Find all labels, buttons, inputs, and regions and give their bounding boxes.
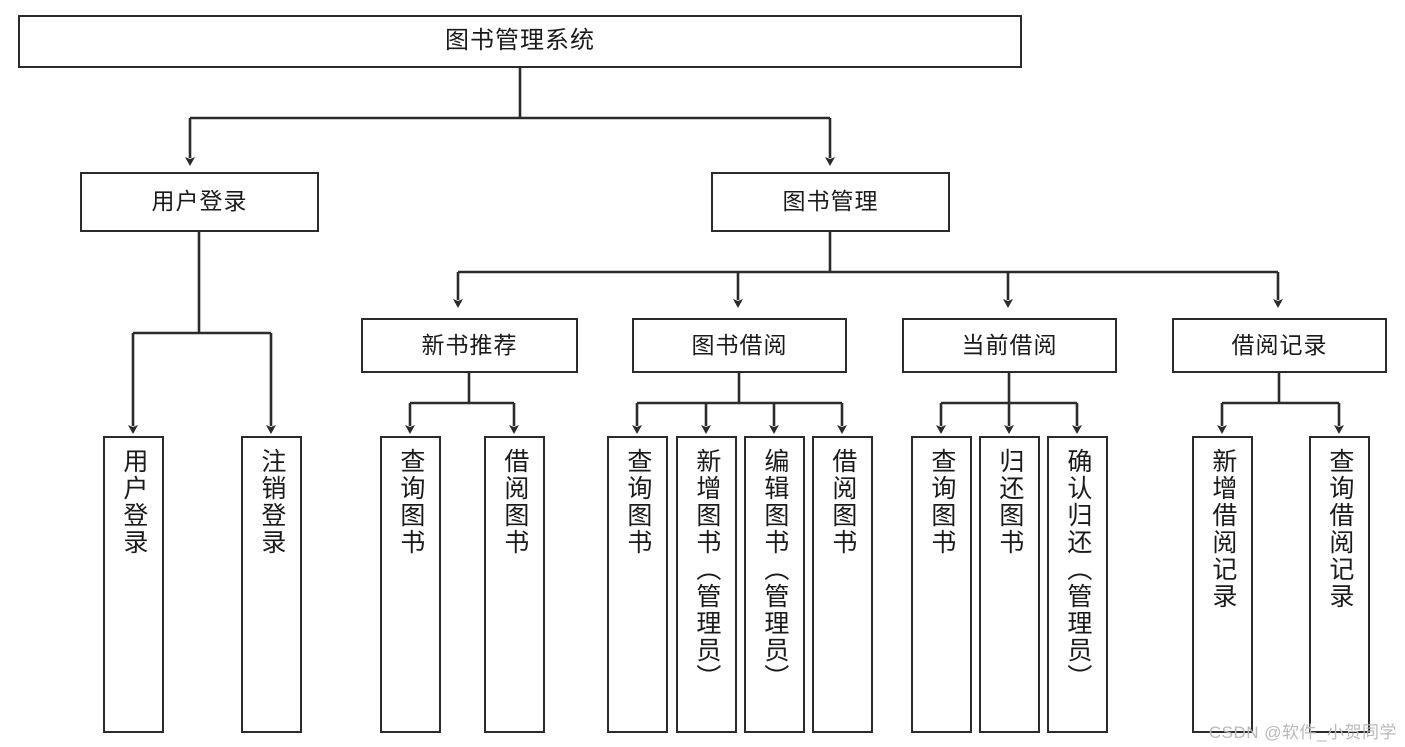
csdn-watermark: CSDN @软件_小贺同学 [1208, 723, 1397, 742]
leaf-return-book[interactable]: 归还图书 [979, 436, 1040, 733]
node-label: 图书管理系统 [445, 27, 595, 55]
leaf-edit-book[interactable]: 编辑图书（管理员） [744, 436, 805, 733]
node-label: 查询图书 [623, 448, 652, 556]
node-label: 新增图书（管理员） [692, 448, 721, 691]
node-label: 用户登录 [119, 448, 148, 556]
node-label: 新增借阅记录 [1208, 448, 1237, 610]
node-label: 查询借阅记录 [1325, 448, 1354, 610]
node-book-manage[interactable]: 图书管理 [711, 172, 950, 232]
leaf-add-borrow-record[interactable]: 新增借阅记录 [1192, 436, 1253, 733]
leaf-query-book-borrow[interactable]: 查询图书 [607, 436, 668, 733]
leaf-logout-login[interactable]: 注销登录 [241, 436, 302, 733]
node-label: 查询图书 [927, 448, 956, 556]
node-label: 借阅图书 [500, 448, 529, 556]
leaf-query-borrow-record[interactable]: 查询借阅记录 [1309, 436, 1370, 733]
leaf-query-book-current[interactable]: 查询图书 [911, 436, 972, 733]
leaf-borrow-book-borrow[interactable]: 借阅图书 [812, 436, 873, 733]
node-label: 编辑图书（管理员） [760, 448, 789, 691]
node-borrow-record[interactable]: 借阅记录 [1172, 318, 1387, 373]
leaf-add-book[interactable]: 新增图书（管理员） [676, 436, 737, 733]
node-label: 借阅图书 [828, 448, 857, 556]
node-label: 借阅记录 [1231, 331, 1328, 358]
leaf-query-book-recommend[interactable]: 查询图书 [380, 436, 441, 733]
node-new-book-recommend[interactable]: 新书推荐 [361, 318, 578, 373]
node-root-system[interactable]: 图书管理系统 [18, 15, 1022, 68]
leaf-borrow-book-recommend[interactable]: 借阅图书 [484, 436, 545, 733]
leaf-user-login[interactable]: 用户登录 [103, 436, 164, 733]
node-label: 注销登录 [257, 448, 286, 556]
node-label: 图书管理 [782, 188, 879, 215]
node-label: 归还图书 [995, 448, 1024, 556]
node-label: 当前借阅 [961, 331, 1058, 358]
node-label: 图书借阅 [691, 331, 788, 358]
node-current-borrow[interactable]: 当前借阅 [902, 318, 1117, 373]
node-label: 新书推荐 [421, 331, 518, 358]
node-book-borrow[interactable]: 图书借阅 [632, 318, 847, 373]
node-label: 确认归还（管理员） [1063, 448, 1092, 691]
node-label: 用户登录 [151, 188, 248, 215]
leaf-confirm-return[interactable]: 确认归还（管理员） [1047, 436, 1108, 733]
node-user-login[interactable]: 用户登录 [80, 172, 319, 232]
node-label: 查询图书 [396, 448, 425, 556]
